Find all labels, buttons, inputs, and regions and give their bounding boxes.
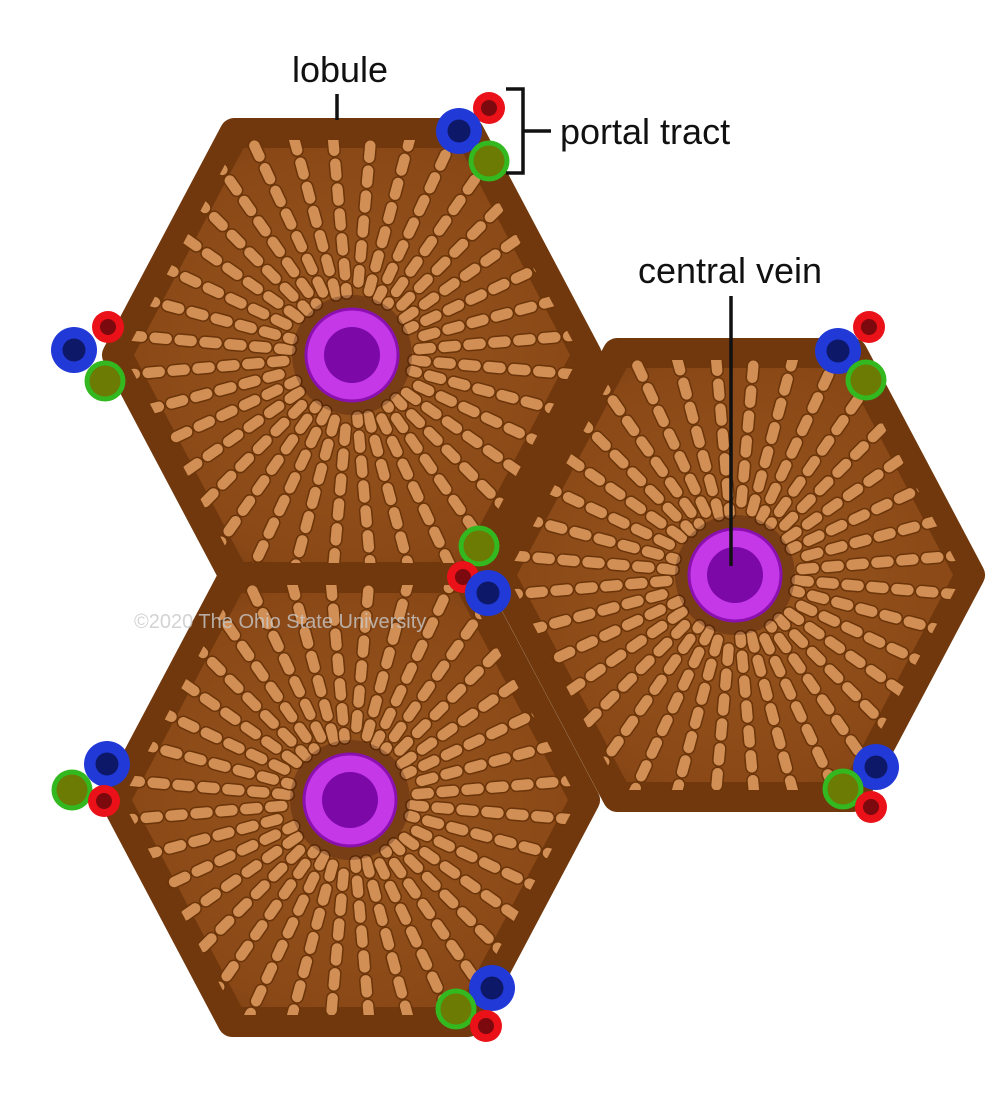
vessel-green: [845, 359, 887, 401]
lobule-label: lobule: [292, 49, 388, 90]
lobule-top: [102, 118, 602, 592]
vessel-green: [84, 360, 126, 402]
vessel-blue: [465, 570, 511, 616]
central-vein: [673, 513, 797, 637]
vessel-red: [470, 1010, 502, 1042]
watermark: ©2020 The Ohio State University: [134, 611, 426, 633]
vessel-green: [468, 140, 510, 182]
vessel-red: [92, 311, 124, 343]
central-vein: [290, 293, 414, 417]
vessel-green: [51, 769, 93, 811]
annotations: lobule portal tract central vein ©2020 T…: [134, 49, 822, 633]
vessel-green: [458, 525, 500, 567]
vessel-blue: [84, 741, 130, 787]
vessel-red: [853, 311, 885, 343]
vessel-red: [88, 785, 120, 817]
vessel-red: [855, 791, 887, 823]
central-vein: [288, 738, 412, 862]
central-vein-label: central vein: [638, 250, 822, 291]
portal-tract-bracket: [506, 87, 551, 175]
lobule-right: [485, 338, 985, 812]
vessel-blue: [51, 327, 97, 373]
portal-tract-left-lower: [51, 741, 130, 817]
portal-tract-label: portal tract: [560, 111, 730, 152]
